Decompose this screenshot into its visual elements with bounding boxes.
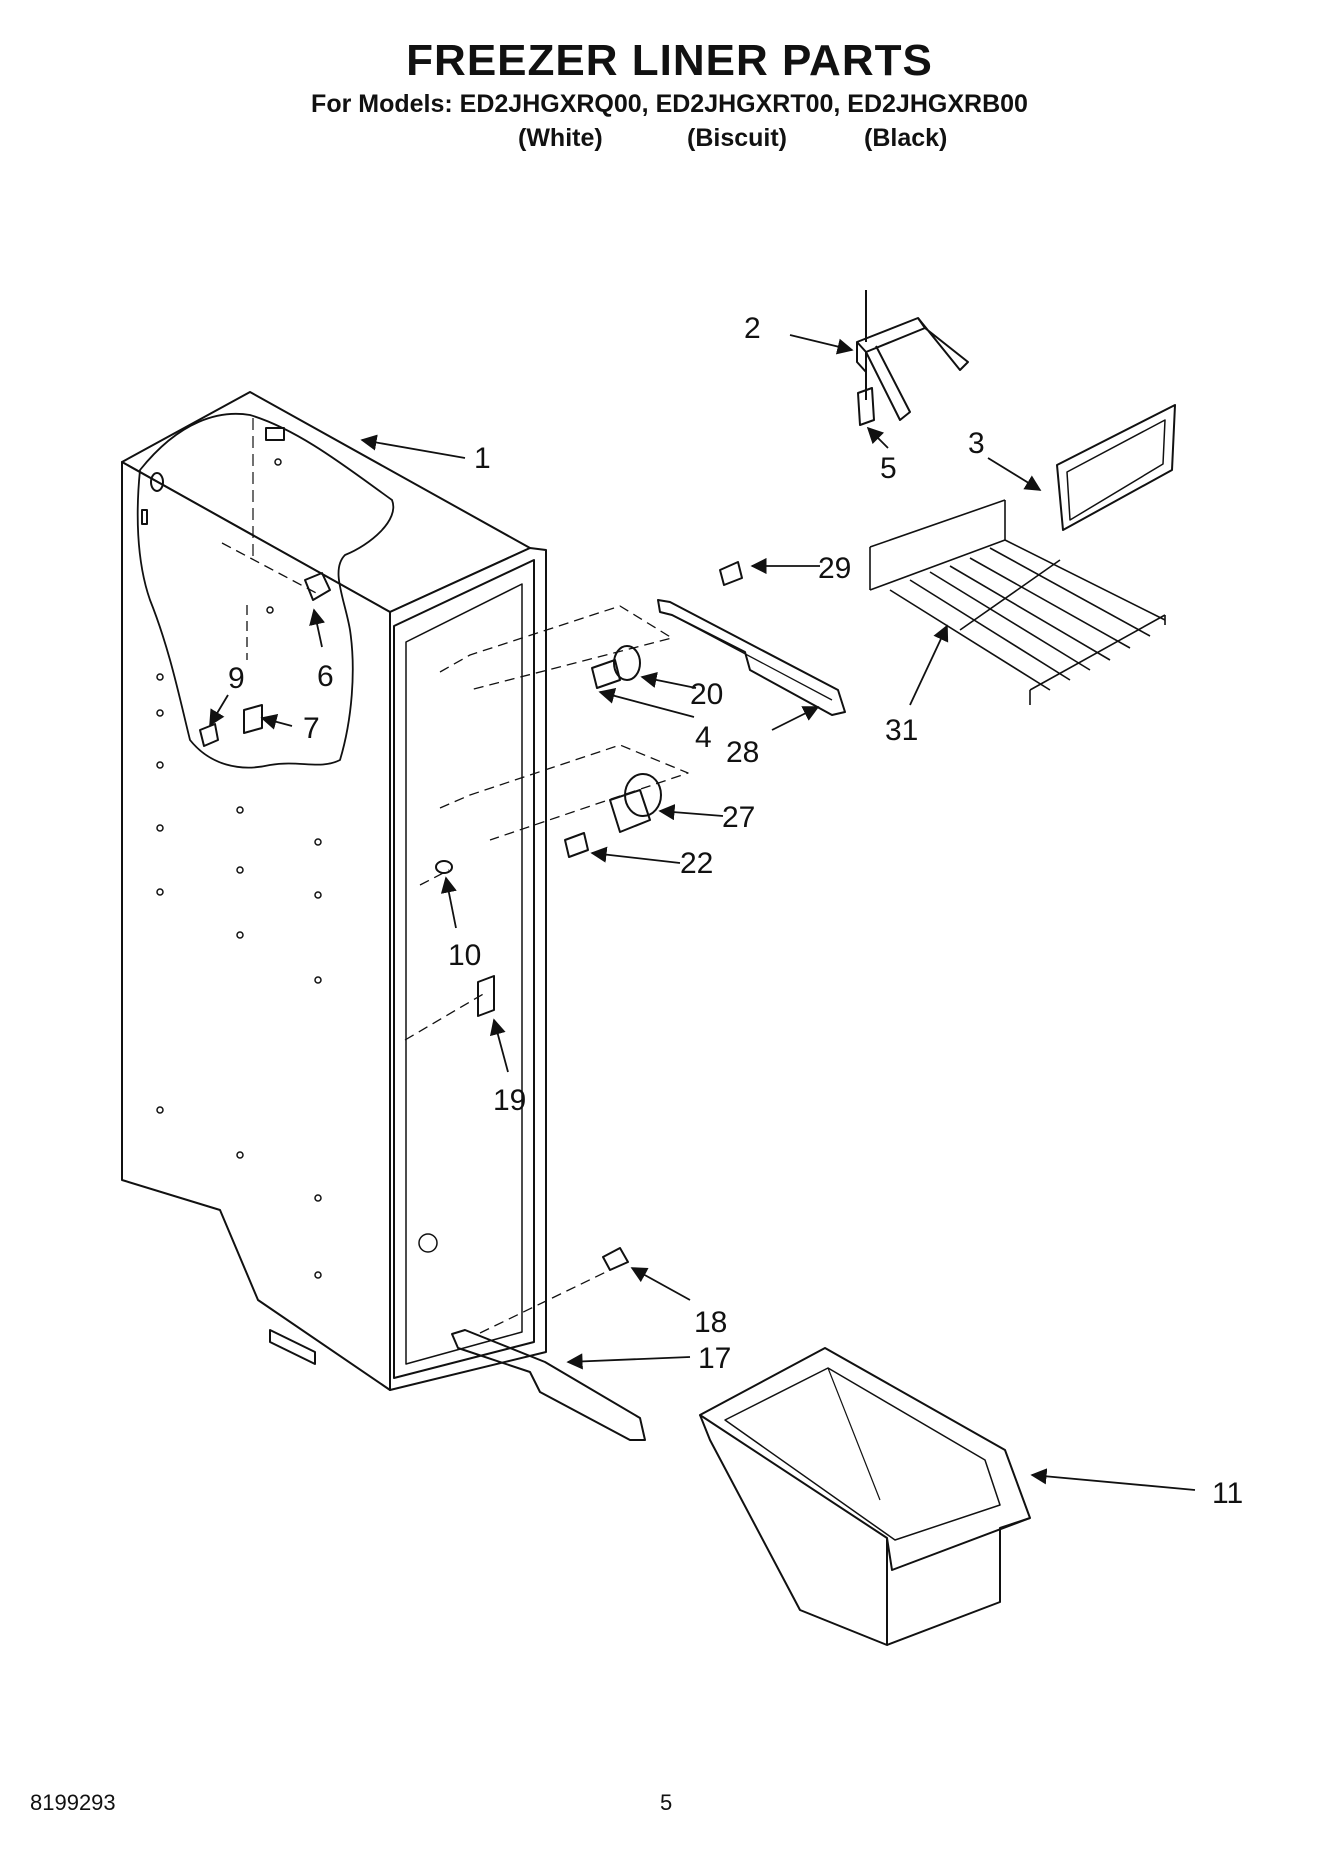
callout-29: 29 [818, 552, 851, 585]
callout-19: 19 [493, 1084, 526, 1117]
callout-28: 28 [726, 736, 759, 769]
callout-1: 1 [474, 442, 491, 475]
page-title: FREEZER LINER PARTS [406, 36, 933, 85]
screw-part-29 [719, 561, 743, 586]
callout-3: 3 [968, 427, 985, 460]
callout-17: 17 [698, 1342, 731, 1375]
rail-part-28 [657, 599, 846, 716]
page-number: 5 [660, 1790, 673, 1815]
callout-2: 2 [744, 312, 761, 345]
callout-4: 4 [695, 721, 712, 754]
wire-shelf-part-31 [869, 499, 1166, 705]
doc-number: 8199293 [30, 1790, 116, 1815]
models-line: For Models: ED2JHGXRQ00, ED2JHGXRT00, ED… [311, 90, 1028, 118]
color-white: (White) [518, 124, 603, 152]
callout-20: 20 [690, 678, 723, 711]
screw-part-10 [435, 860, 453, 874]
support-part-27 [609, 773, 662, 833]
color-biscuit: (Biscuit) [687, 124, 787, 152]
freezer-liner-body [121, 391, 547, 1391]
grommet-part-20 [613, 645, 641, 681]
clip-part-19 [477, 975, 495, 1017]
callout-31: 31 [885, 714, 918, 747]
callout-9: 9 [228, 662, 245, 695]
screw-part-18 [602, 1247, 629, 1271]
callout-5: 5 [880, 452, 897, 485]
callout-11: 11 [1212, 1477, 1243, 1510]
screw-part-5 [857, 387, 875, 426]
callout-27: 27 [722, 801, 755, 834]
callout-6: 6 [317, 660, 334, 693]
screw-part-4 [591, 659, 621, 689]
screw-part-22 [564, 832, 589, 858]
rail-part-17 [451, 1329, 646, 1441]
callout-10: 10 [448, 939, 481, 972]
bin-part-11 [699, 1347, 1031, 1646]
callout-7: 7 [303, 712, 320, 745]
clip-part-6 [304, 572, 331, 601]
bracket-part-2 [856, 290, 969, 421]
callout-18: 18 [694, 1306, 727, 1339]
color-black: (Black) [864, 124, 948, 152]
panel-part-3 [1056, 404, 1176, 531]
callout-22: 22 [680, 847, 713, 880]
